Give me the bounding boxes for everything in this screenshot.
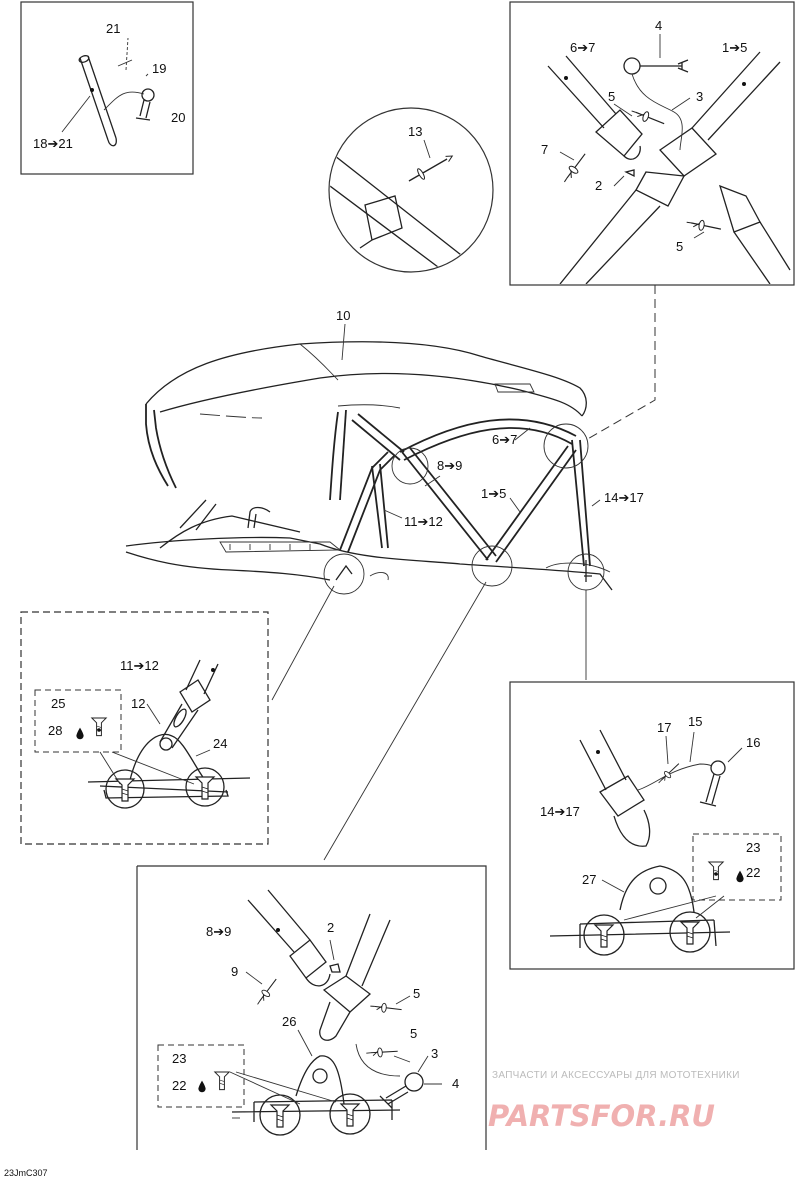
label-27: 27 [582, 872, 596, 887]
label-7: 7 [541, 142, 548, 157]
boat-hull [125, 536, 613, 591]
label-16: 16 [746, 735, 760, 750]
label-11-12: 11➔12 [120, 658, 159, 673]
right-detail-frame [509, 681, 795, 970]
top-right-detail: 4 6➔7 1➔5 5 3 7 2 5 [509, 1, 795, 286]
left-inset [34, 689, 122, 753]
detail-circle-11-12 [323, 553, 365, 595]
label-19: 19 [152, 61, 166, 76]
label-5-upper: 5 [608, 89, 615, 104]
pin-ring [141, 88, 155, 102]
bottom-detail: 8➔9 2 9 5 26 5 3 4 23 22 [136, 865, 487, 1150]
label-bottom-2: 2 [327, 920, 334, 935]
label-main-14-17: 14➔17 [604, 490, 644, 505]
label-21: 21 [106, 21, 120, 36]
label-2: 2 [595, 178, 602, 193]
tube-1-5 [691, 51, 781, 141]
figure-code: 23JmC307 [4, 1168, 48, 1178]
frame-tube [330, 151, 471, 271]
top-right-frame [509, 1, 795, 286]
top-left-frame [20, 1, 194, 175]
top-left-detail: 21 19 20 18➔21 [20, 1, 194, 175]
label-17: 17 [657, 720, 671, 735]
right-detail: 17 15 16 14➔17 23 22 27 [509, 681, 795, 970]
label-14-17: 14➔17 [540, 804, 580, 819]
detail-circle-bottom [471, 545, 513, 587]
label-5-lower: 5 [676, 239, 683, 254]
label-20: 20 [171, 110, 185, 125]
label-8-9: 8➔9 [206, 924, 231, 939]
label-bottom-4: 4 [452, 1076, 459, 1091]
label-13: 13 [408, 124, 422, 139]
label-10: 10 [336, 308, 350, 323]
label-bottom-22: 22 [172, 1078, 186, 1093]
label-15: 15 [688, 714, 702, 729]
label-3: 3 [696, 89, 703, 104]
bottom-inset [157, 1044, 245, 1108]
label-24: 24 [213, 736, 227, 751]
label-4: 4 [655, 18, 662, 33]
label-1-5: 1➔5 [722, 40, 747, 55]
label-6-7: 6➔7 [570, 40, 595, 55]
watermark-tagline: ЗАПЧАСТИ И АКСЕССУАРЫ ДЛЯ МОТОТЕХНИКИ [492, 1070, 740, 1081]
detail-circle-8-9 [391, 447, 429, 485]
label-12: 12 [131, 696, 145, 711]
strut-tube [79, 55, 117, 141]
label-bottom-5-lower: 5 [410, 1026, 417, 1041]
label-main-8-9: 8➔9 [437, 458, 462, 473]
tube-6-7 [547, 55, 617, 129]
label-25: 25 [51, 696, 65, 711]
label-main-6-7: 6➔7 [492, 432, 517, 447]
detail-circle-6-7 [543, 423, 589, 469]
right-inset [692, 833, 782, 901]
label-bottom-3: 3 [431, 1046, 438, 1061]
label-9: 9 [231, 964, 238, 979]
label-bottom-5-upper: 5 [413, 986, 420, 1001]
watermark: ЗАПЧАСТИ И АКСЕССУАРЫ ДЛЯ МОТОТЕХНИКИ PA… [488, 1070, 740, 1133]
left-detail: 11➔12 25 28 12 24 [20, 611, 269, 845]
label-18-21: 18➔21 [33, 136, 73, 151]
watermark-brand: PARTSFOR.RU [488, 1099, 715, 1133]
bottom-detail-frame [137, 865, 487, 1150]
label-right-22: 22 [746, 865, 760, 880]
label-bottom-23: 23 [172, 1051, 186, 1066]
label-right-23: 23 [746, 840, 760, 855]
label-main-11-12: 11➔12 [404, 514, 443, 529]
label-28: 28 [48, 723, 62, 738]
main-view: 10 6➔7 8➔9 1➔5 14➔17 11➔12 [125, 308, 644, 595]
circle-detail: 13 [328, 107, 494, 273]
label-main-1-5: 1➔5 [481, 486, 506, 501]
label-26: 26 [282, 1014, 296, 1029]
canopy [145, 341, 587, 417]
